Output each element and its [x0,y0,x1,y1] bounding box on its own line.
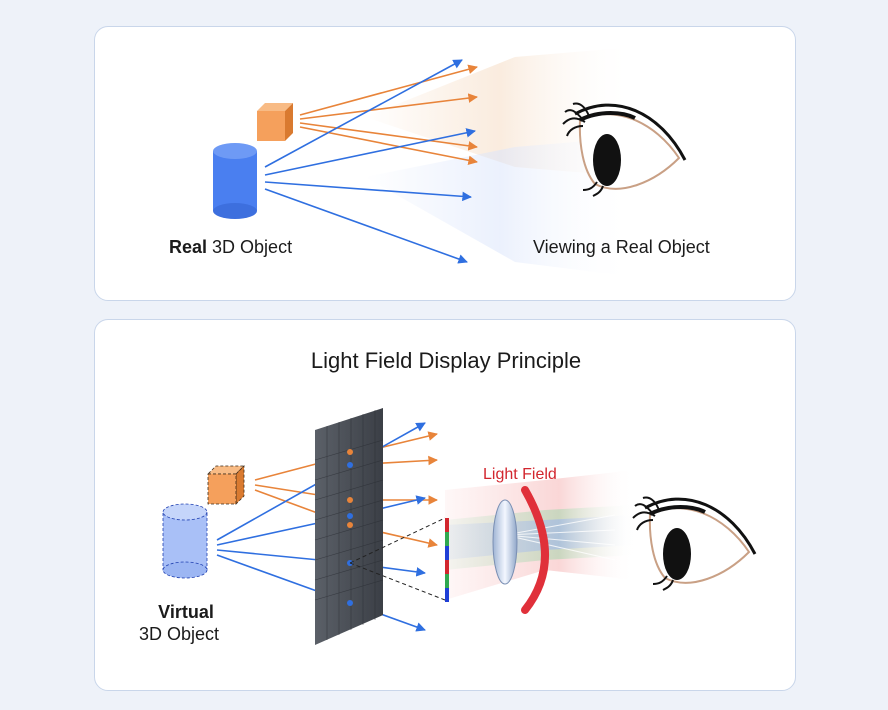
light-field-label: Light Field [483,466,557,483]
viewer-label: Viewing a Real Object [533,237,710,257]
real-object-panel: Real 3D Object Viewing a Real Object [94,26,796,301]
light-field-arc [521,486,549,614]
real-object-label: Real 3D Object [169,237,292,258]
rgb-pixel-column [445,518,449,602]
real-object-label-bold: Real [169,237,208,257]
projection-lines [349,517,446,601]
display-panel-icon [314,408,384,645]
blue-rays [264,59,476,264]
cube-icon [207,465,245,505]
lens-icon [492,499,518,585]
cylinder-icon [162,503,208,579]
diagram-title: Light Field Display Principle [310,348,582,373]
real-object-diagram [213,47,687,277]
cylinder-icon [213,143,257,219]
blue-beam-glow [365,137,635,277]
virtual-object-label-line1: Virtual [158,602,214,622]
eye-icon [562,102,687,197]
virtual-object-label-line2: 3D Object [139,624,220,644]
real-object-label-rest: 3D Object [207,237,293,257]
cube-icon [257,103,293,141]
light-field-panel: Light Field Display Principle [94,319,796,691]
light-field-diagram [162,408,757,645]
eye-icon [632,496,757,591]
